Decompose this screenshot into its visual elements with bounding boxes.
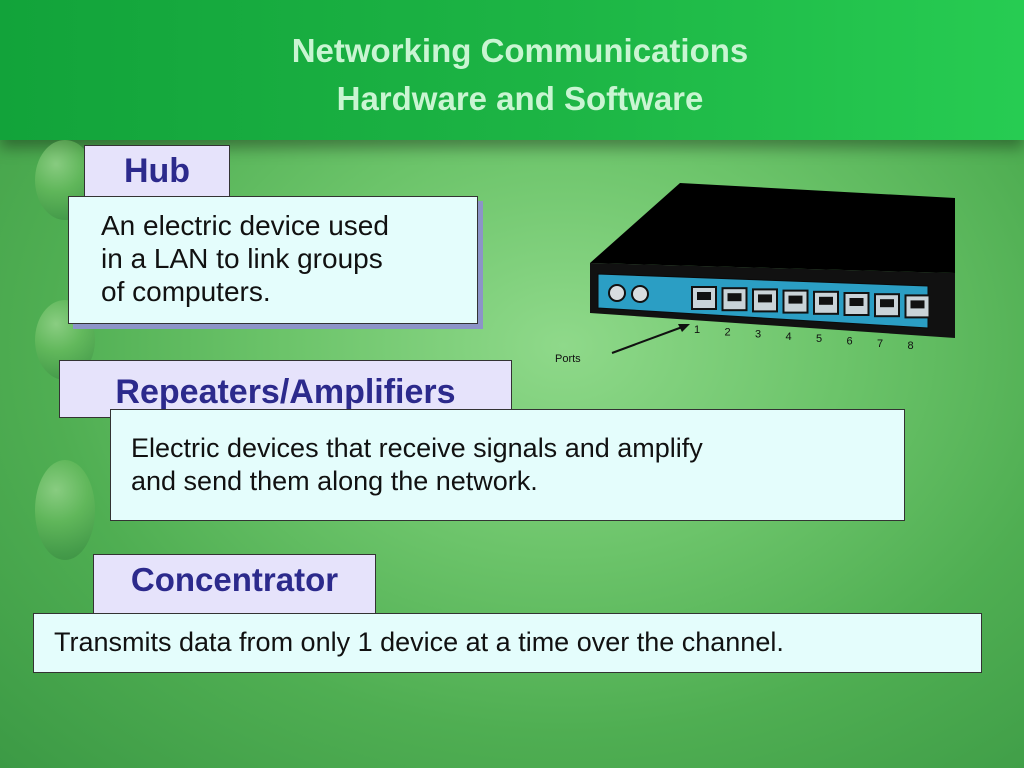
hub-description-line: in a LAN to link groups bbox=[101, 243, 383, 274]
port-number-label: 4 bbox=[786, 331, 792, 343]
port-number-label: 3 bbox=[755, 329, 761, 341]
led-icon bbox=[631, 285, 649, 303]
slide-title-line2: Hardware and Software bbox=[336, 80, 704, 117]
hub-description: An electric device used in a LAN to link… bbox=[68, 196, 478, 324]
port-number-label: 5 bbox=[816, 333, 822, 345]
hub-description-line: of computers. bbox=[101, 276, 271, 307]
led-icon bbox=[608, 284, 626, 302]
hub-ports bbox=[691, 286, 931, 319]
port-socket-icon bbox=[910, 300, 925, 309]
port-number-label: 1 bbox=[694, 324, 700, 336]
port-number-labels: 1 2 3 4 5 6 7 8 bbox=[694, 324, 914, 352]
hub-heading: Hub bbox=[84, 145, 230, 197]
port-socket-icon bbox=[849, 298, 864, 306]
slide-title-line1: Networking Communications bbox=[291, 32, 749, 69]
hub-top bbox=[590, 183, 955, 273]
port-number-label: 2 bbox=[725, 326, 731, 338]
globe-decoration bbox=[35, 460, 95, 560]
repeaters-description: Electric devices that receive signals an… bbox=[110, 409, 905, 521]
network-hub-image: 1 2 3 4 5 6 7 8 Ports bbox=[555, 183, 955, 365]
port-socket-icon bbox=[697, 292, 711, 300]
concentrator-heading: Concentrator bbox=[93, 554, 376, 614]
ports-pointer-arrow bbox=[611, 325, 686, 354]
port-socket-icon bbox=[819, 296, 833, 305]
port-number-label: 8 bbox=[908, 340, 914, 352]
port-socket-icon bbox=[880, 299, 894, 308]
hub-description-line: An electric device used bbox=[101, 210, 389, 241]
concentrator-description: Transmits data from only 1 device at a t… bbox=[33, 613, 982, 673]
port-number-label: 6 bbox=[847, 336, 853, 348]
title-banner bbox=[0, 0, 1024, 140]
repeaters-description-line: and send them along the network. bbox=[131, 466, 538, 496]
repeaters-description-line: Electric devices that receive signals an… bbox=[131, 433, 703, 463]
ports-label: Ports bbox=[555, 353, 581, 365]
port-socket-icon bbox=[758, 294, 772, 303]
port-socket-icon bbox=[788, 295, 803, 304]
port-number-label: 7 bbox=[877, 338, 883, 350]
repeaters-heading: Repeaters/Amplifiers bbox=[59, 360, 512, 418]
port-socket-icon bbox=[727, 293, 742, 302]
arrow-head-icon bbox=[678, 324, 690, 332]
